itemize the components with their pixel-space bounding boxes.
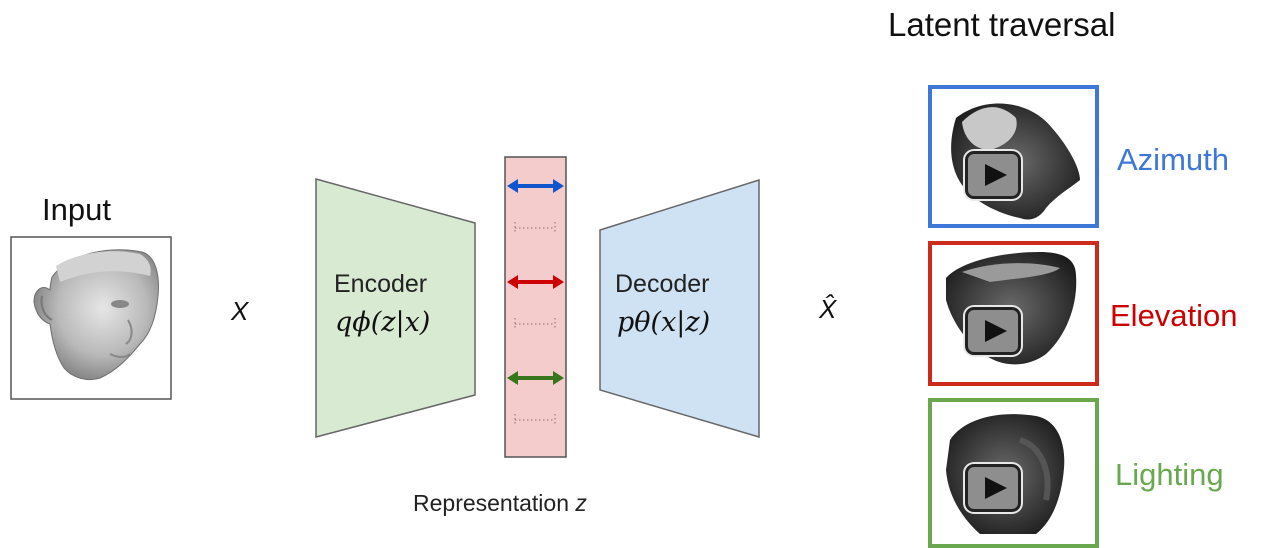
encoder-formula: qϕ(z|x) <box>335 307 431 338</box>
decoder-title: Decoder <box>615 270 710 298</box>
representation-text: Representation <box>413 490 576 516</box>
latent-name-azimuth: Azimuth <box>1117 142 1229 177</box>
representation-var: z <box>575 490 587 516</box>
latent-name-elevation: Elevation <box>1110 298 1238 333</box>
representation-label: Representation z <box>413 490 587 517</box>
latent-name-lighting: Lighting <box>1115 457 1224 492</box>
latent-arrow-red <box>507 275 564 289</box>
x-hat-variable-label: X̂ <box>819 294 837 324</box>
lighting-thumbnail[interactable] <box>928 398 1099 548</box>
latent-vector <box>504 156 567 458</box>
encoder-title: Encoder <box>334 270 428 298</box>
x-variable-label: X <box>231 296 249 326</box>
elevation-thumbnail[interactable] <box>928 241 1099 386</box>
latent-dotted-dims <box>514 222 556 426</box>
decoder-formula: pθ(x|z) <box>617 307 711 338</box>
latent-arrow-green <box>507 371 564 385</box>
azimuth-play-button[interactable] <box>965 151 1021 199</box>
input-label: Input <box>42 192 111 227</box>
encoder-block <box>315 178 476 438</box>
input-face-image <box>33 249 159 381</box>
latent-traversal-title: Latent traversal <box>888 6 1116 43</box>
latent-arrow-blue <box>507 179 564 193</box>
azimuth-thumbnail[interactable] <box>928 85 1099 228</box>
elevation-play-button[interactable] <box>965 307 1021 355</box>
lighting-play-button[interactable] <box>965 464 1021 512</box>
decoder-block <box>599 178 760 439</box>
